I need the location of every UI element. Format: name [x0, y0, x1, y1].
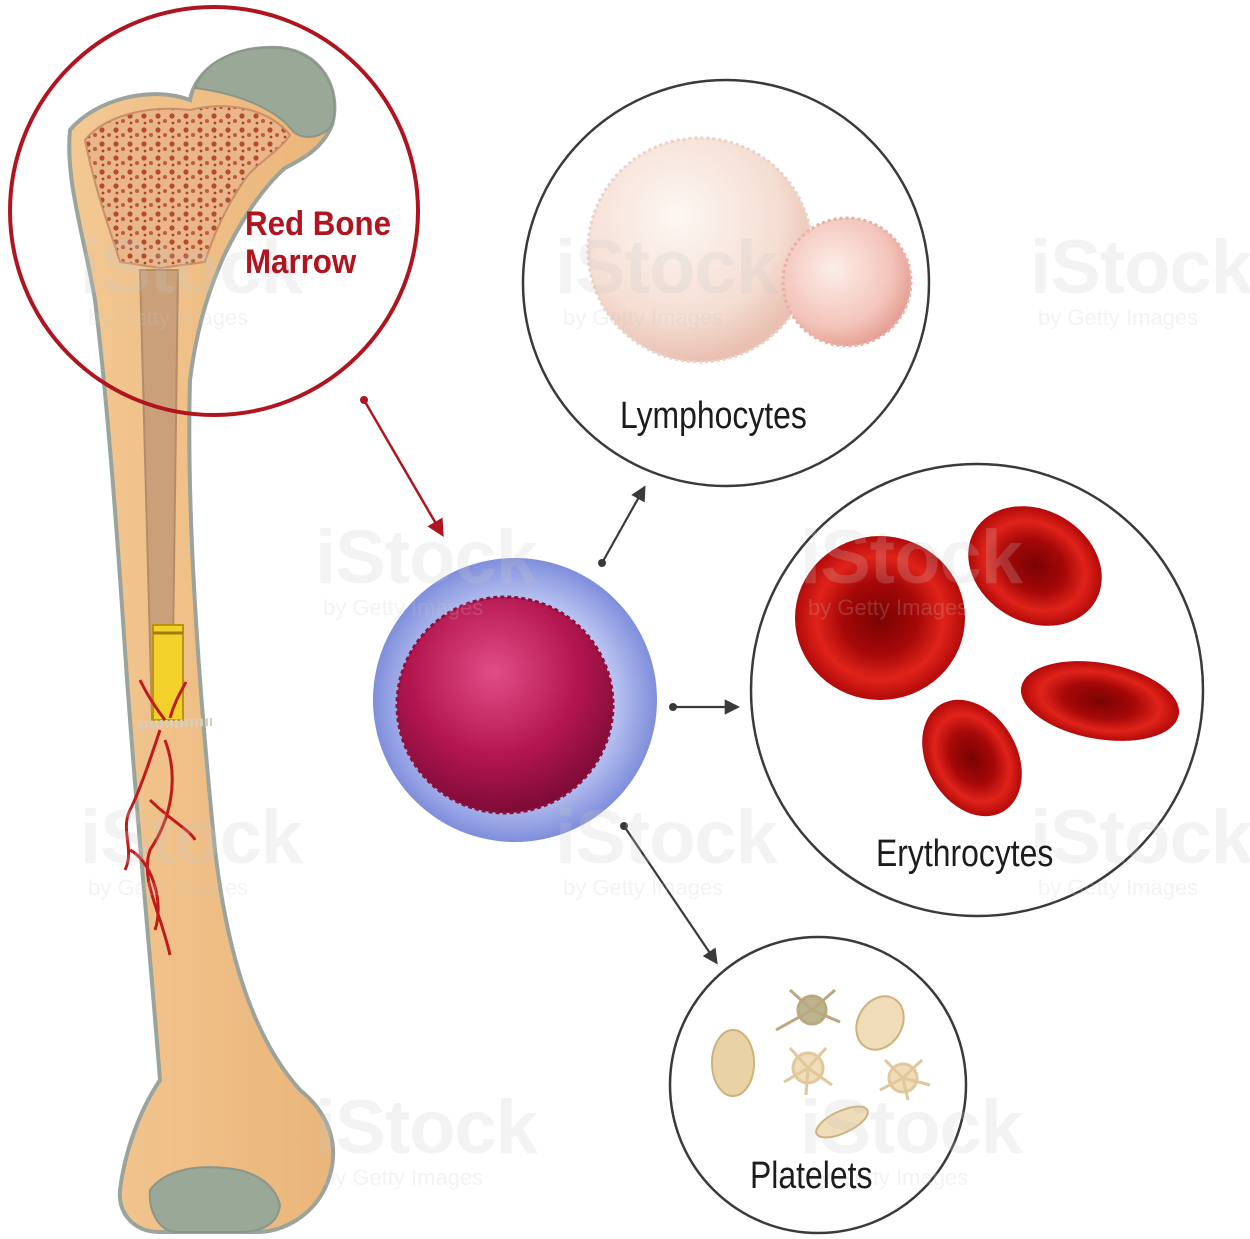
erythrocytes-label: Erythrocytes	[876, 833, 1053, 876]
stem-cell	[373, 558, 657, 842]
red-bone-marrow-label: Red Bone Marrow	[245, 205, 391, 281]
platelets-label: Platelets	[750, 1155, 872, 1198]
lymphocytes-label: Lymphocytes	[620, 395, 807, 438]
yellow-marrow	[153, 625, 183, 720]
platelet-1	[712, 1030, 754, 1096]
cut-section-edge	[140, 722, 212, 725]
red-bone-marrow-label-line-2: Marrow	[245, 243, 391, 281]
stem-cell-nucleus	[397, 597, 613, 813]
lymphocyte-large	[588, 138, 812, 362]
arrow-to-lymphocytes	[602, 488, 644, 563]
red-bone-marrow-label-line-1: Red Bone	[245, 205, 391, 243]
arrow-to-platelets	[624, 826, 716, 962]
arrow-marrow-to-stem-cell	[364, 400, 442, 534]
erythrocyte-1	[795, 536, 965, 700]
lymphocyte-small	[783, 218, 911, 346]
